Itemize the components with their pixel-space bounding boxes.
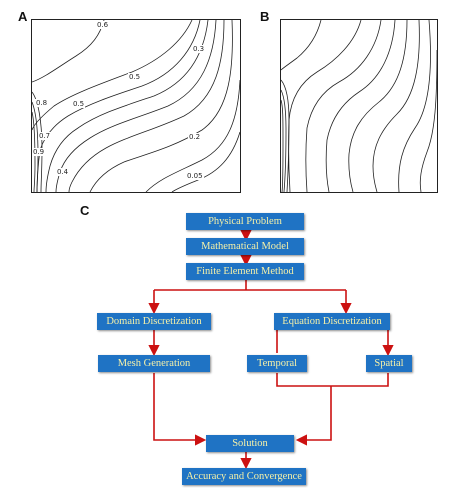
flow-box-mathematical-model: Mathematical Model	[186, 238, 304, 255]
contour-line	[325, 20, 396, 192]
contour-line	[32, 20, 193, 131]
contour-label: 0.8	[35, 99, 49, 107]
flow-box-temporal: Temporal	[247, 355, 307, 372]
contour-line	[45, 20, 209, 192]
contour-line	[55, 20, 217, 192]
flow-box-domain-discretization: Domain Discretization	[97, 313, 211, 330]
contour-line	[288, 20, 362, 192]
contour-line	[398, 20, 431, 192]
contour-line	[372, 20, 420, 192]
contour-label: 0.3	[192, 45, 206, 53]
flow-box-physical-problem: Physical Problem	[186, 213, 304, 230]
contour-label: 0.4	[56, 168, 70, 176]
contour-line	[145, 79, 240, 192]
contour-line	[32, 20, 105, 83]
contour-line	[419, 49, 437, 192]
contour-label: 0.05	[186, 172, 204, 180]
flow-box-accuracy-convergence: Accuracy and Convergence	[182, 468, 306, 485]
contour-plot-a: 0.6 0.3 0.5 0.5 0.8 0.7 0.9 0.2 0.4 0.05	[31, 19, 241, 193]
panel-label-a: A	[18, 9, 28, 24]
arrow-fem-branch	[154, 280, 346, 291]
arrow-equation-branch	[276, 330, 388, 353]
arrow-merge-line	[276, 373, 389, 440]
contour-line	[89, 20, 233, 192]
contour-plot-b	[280, 19, 438, 193]
flow-box-finite-element-method: Finite Element Method	[186, 263, 304, 280]
contour-line	[281, 79, 290, 192]
flow-box-solution: Solution	[206, 435, 294, 452]
contour-line	[281, 89, 287, 192]
contour-label: 0.7	[38, 132, 52, 140]
contour-lines-b	[281, 20, 437, 192]
contour-line	[68, 20, 225, 192]
contour-line	[281, 20, 322, 71]
contour-label: 0.2	[188, 133, 202, 141]
contour-line	[281, 99, 284, 192]
arrow-mesh-to-solution	[153, 373, 207, 446]
contour-line	[305, 20, 382, 192]
contour-line	[348, 20, 408, 192]
flow-box-mesh-generation: Mesh Generation	[98, 355, 210, 372]
flow-box-equation-discretization: Equation Discretization	[274, 313, 390, 330]
contour-label: 0.9	[32, 148, 46, 156]
contour-line	[32, 111, 36, 192]
contour-label: 0.5	[128, 73, 142, 81]
flow-box-spatial: Spatial	[366, 355, 412, 372]
panel-label-b: B	[260, 9, 270, 24]
contour-label: 0.5	[72, 100, 86, 108]
contour-label: 0.6	[96, 21, 110, 29]
panel-label-c: C	[80, 203, 90, 218]
contour-line	[36, 20, 201, 192]
